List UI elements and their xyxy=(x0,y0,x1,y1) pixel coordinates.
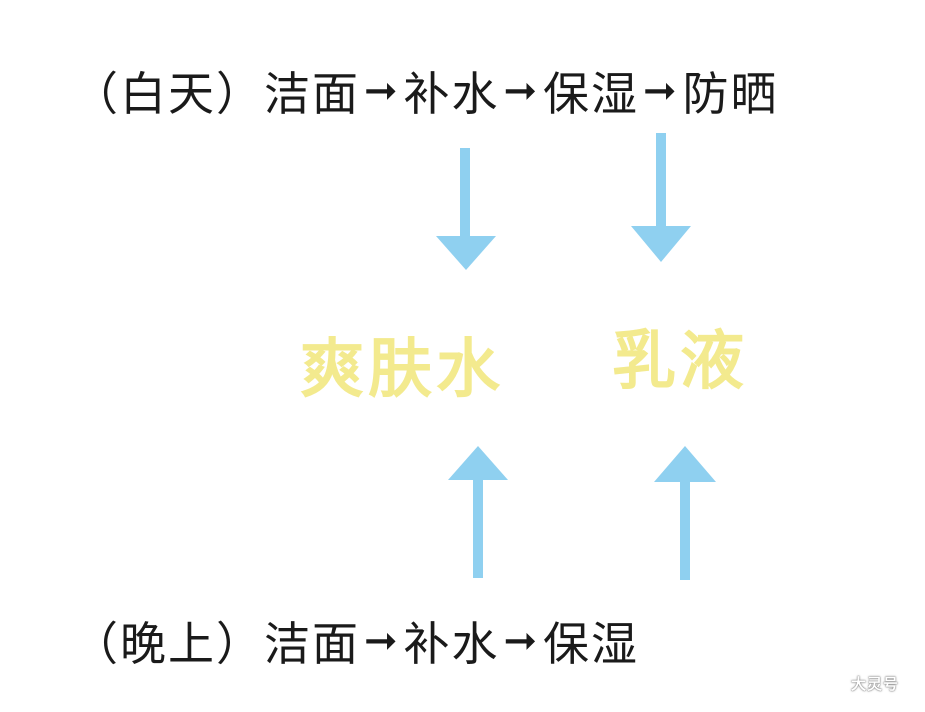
watermark: 大灵号 xyxy=(850,675,899,693)
daytime-routine: （白天） 洁面 ➞ 补水 ➞ 保湿 ➞ 防晒 xyxy=(72,58,779,124)
right-arrow-icon: ➞ xyxy=(643,68,679,114)
nighttime-label: （晚上） xyxy=(72,617,264,671)
up-arrow-icon xyxy=(654,446,716,580)
right-arrow-icon: ➞ xyxy=(364,618,400,664)
right-arrow-icon: ➞ xyxy=(503,68,540,114)
day-step-moisturize: 保湿 xyxy=(543,67,640,121)
night-step-hydrate: 补水 xyxy=(403,617,500,671)
down-arrow-icon xyxy=(631,133,691,262)
right-arrow-icon: ➞ xyxy=(364,68,400,114)
night-step-moisturize: 保湿 xyxy=(543,617,640,671)
day-step-cleanse: 洁面 xyxy=(264,67,360,121)
product-toner: 爽肤水 xyxy=(300,333,504,407)
night-step-cleanse: 洁面 xyxy=(264,617,360,671)
day-step-hydrate: 补水 xyxy=(403,67,500,121)
up-arrow-icon xyxy=(448,446,508,578)
nighttime-routine: （晚上） 洁面 ➞ 补水 ➞ 保湿 xyxy=(72,608,639,674)
right-arrow-icon: ➞ xyxy=(503,618,540,664)
day-step-sunscreen: 防晒 xyxy=(682,67,779,121)
daytime-label: （白天） xyxy=(72,67,264,121)
product-lotion: 乳液 xyxy=(612,325,748,399)
down-arrow-icon xyxy=(436,148,496,270)
